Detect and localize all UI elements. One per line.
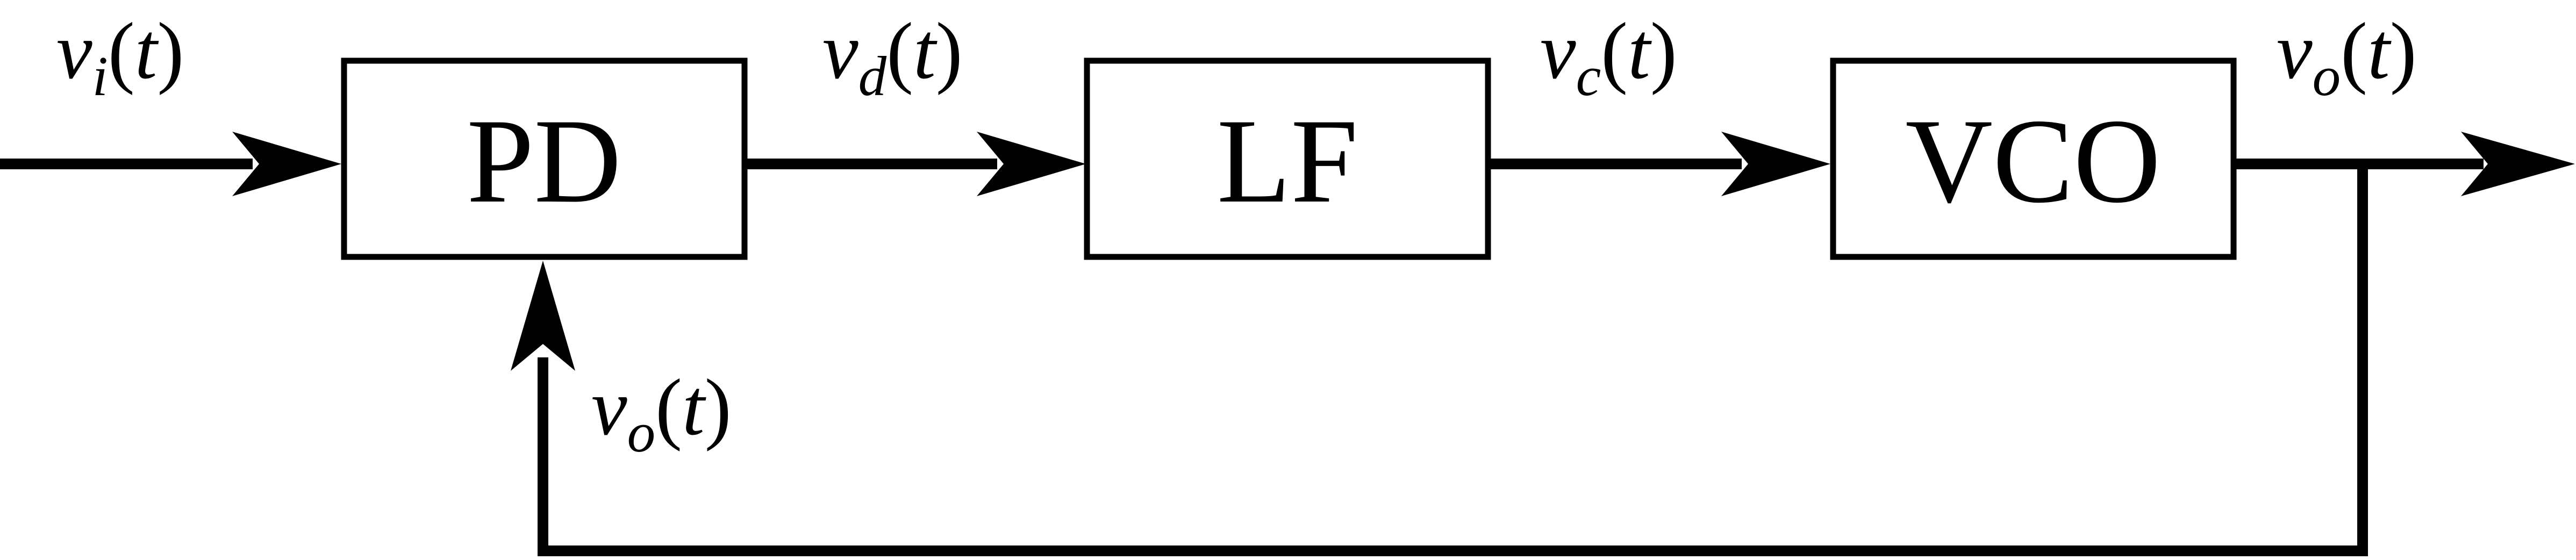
feedback-arrowhead: [511, 261, 575, 371]
feedback-wire: [538, 164, 2368, 556]
lf-to-vco-arrowhead: [1721, 132, 1830, 196]
pd-output-signal-label: vd(t): [822, 6, 963, 107]
input-signal-label: vi(t): [56, 6, 184, 107]
lf-output-signal-label: vc(t): [1540, 6, 1677, 107]
pd-block: PD: [341, 58, 748, 260]
output-signal-label: vo(t): [2277, 6, 2417, 107]
output-arrowhead: [2461, 132, 2575, 196]
pd-block-label: PD: [467, 94, 621, 228]
lf-block: LF: [1084, 58, 1491, 260]
pd-block-box: [341, 58, 748, 260]
lf-block-label: LF: [1217, 94, 1358, 228]
vco-block: VCO: [1830, 58, 2237, 260]
input-arrowhead: [232, 132, 341, 196]
feedback-signal-label: vo(t): [591, 363, 732, 464]
lf-block-box: [1084, 58, 1491, 260]
pd-to-lf-arrowhead: [977, 132, 1086, 196]
vco-block-box: [1830, 58, 2237, 260]
vco-block-label: VCO: [1905, 94, 2160, 228]
